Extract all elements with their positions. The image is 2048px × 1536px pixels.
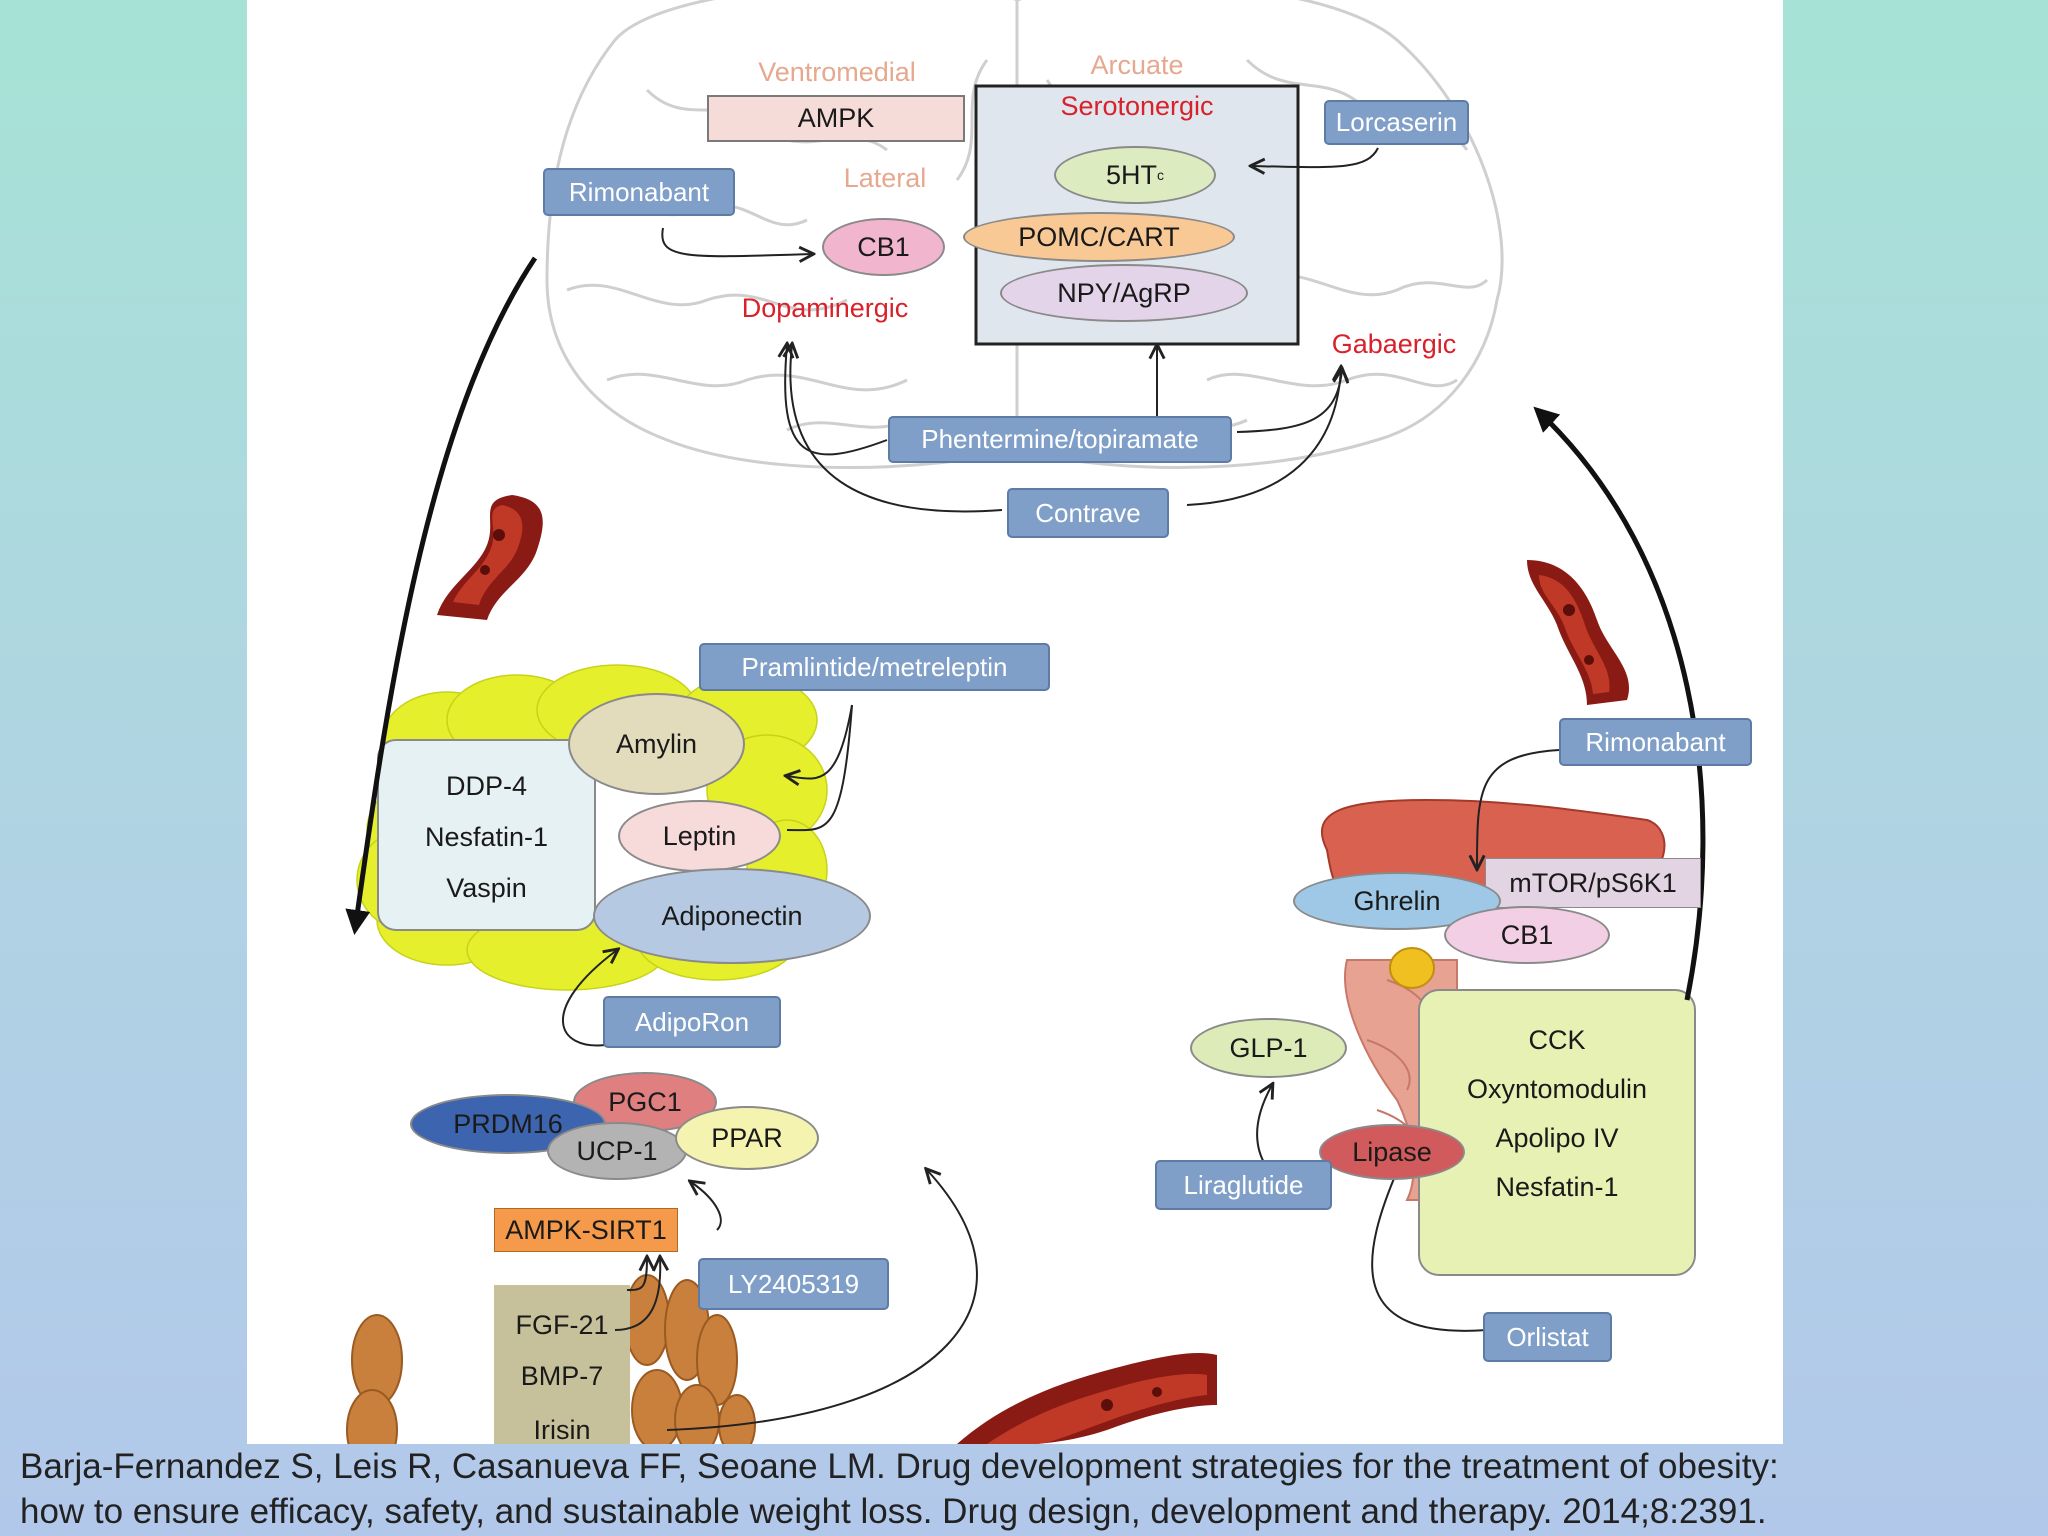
lorcaserin-tag: Lorcaserin [1324, 100, 1469, 145]
rimonabant-tag-gut: Rimonabant [1559, 718, 1752, 766]
5htc-label: 5HT [1105, 159, 1157, 190]
cb1-ellipse-gut: CB1 [1444, 906, 1610, 964]
region-ventromedial: Ventromedial [758, 56, 916, 87]
mtor-ps6k1-box: mTOR/pS6K1 [1485, 858, 1701, 908]
cb1-ellipse-brain: CB1 [822, 218, 945, 276]
leptin-ellipse: Leptin [618, 800, 781, 872]
region-arcuate: Arcuate [1090, 49, 1184, 80]
5htc-subscript: c [1157, 167, 1164, 183]
blood-vessel-bottom [957, 1353, 1217, 1444]
glp1-ellipse: GLP-1 [1190, 1018, 1347, 1078]
adipose-item-1: Nesfatin-1 [424, 821, 549, 852]
region-lateral: Lateral [843, 162, 927, 193]
blood-vessel-left [437, 495, 543, 620]
gabaergic-label: Gabaergic [1331, 328, 1457, 359]
adiponectin-ellipse: Adiponectin [593, 868, 871, 964]
ampk-label: AMPK [797, 103, 875, 133]
rimonabant-tag-brain: Rimonabant [543, 168, 735, 216]
citation: Barja-Fernandez S, Leis R, Casanueva FF,… [20, 1444, 2030, 1534]
citation-line-1: Barja-Fernandez S, Leis R, Casanueva FF,… [20, 1447, 1779, 1486]
diagram-graphics [345, 0, 1706, 1444]
contrave-tag: Contrave [1007, 488, 1169, 538]
amylin-ellipse: Amylin [568, 693, 745, 795]
liraglutide-tag: Liraglutide [1155, 1160, 1332, 1210]
ppar-ellipse: PPAR [675, 1106, 819, 1170]
adipose-item-0: DDP-4 [445, 770, 527, 801]
ampk-sirt1-box: AMPK-SIRT1 [494, 1208, 678, 1252]
serotonergic-label: Serotonergic [1060, 90, 1214, 121]
gut-item-1: Oxyntomodulin [1466, 1073, 1648, 1104]
orlistat-tag: Orlistat [1483, 1312, 1612, 1362]
gut-item-0: CCK [1528, 1024, 1586, 1055]
pramlintide-metreleptin-tag: Pramlintide/metreleptin [699, 643, 1050, 691]
adiporon-tag: AdipoRon [603, 996, 781, 1048]
adipose-item-2: Vaspin [446, 872, 527, 903]
muscle-item-2: Irisin [533, 1414, 591, 1445]
phentermine-topiramate-tag: Phentermine/topiramate [888, 416, 1232, 463]
pomc-cart-ellipse: POMC/CART [963, 212, 1235, 262]
diagram-panel: Ventromedial Arcuate AMPK Serotonergic L… [247, 0, 1783, 1444]
lipase-ellipse: Lipase [1319, 1124, 1465, 1180]
muscle-item-0: FGF-21 [515, 1309, 609, 1340]
npy-agrp-ellipse: NPY/AgRP [1000, 264, 1248, 322]
citation-line-2: how to ensure efficacy, safety, and sust… [20, 1492, 1767, 1531]
muscle-tissue [346, 1274, 756, 1444]
dopaminergic-label: Dopaminergic [741, 292, 909, 323]
gut-item-2: Apolipo IV [1495, 1122, 1619, 1153]
muscle-item-1: BMP-7 [520, 1360, 604, 1391]
ly2405319-tag: LY2405319 [698, 1258, 889, 1310]
gut-item-3: Nesfatin-1 [1495, 1171, 1619, 1202]
blood-vessel-right [1527, 560, 1630, 705]
ucp1-ellipse: UCP-1 [547, 1122, 687, 1180]
prdm16-ellipse: PRDM16 [410, 1094, 606, 1154]
